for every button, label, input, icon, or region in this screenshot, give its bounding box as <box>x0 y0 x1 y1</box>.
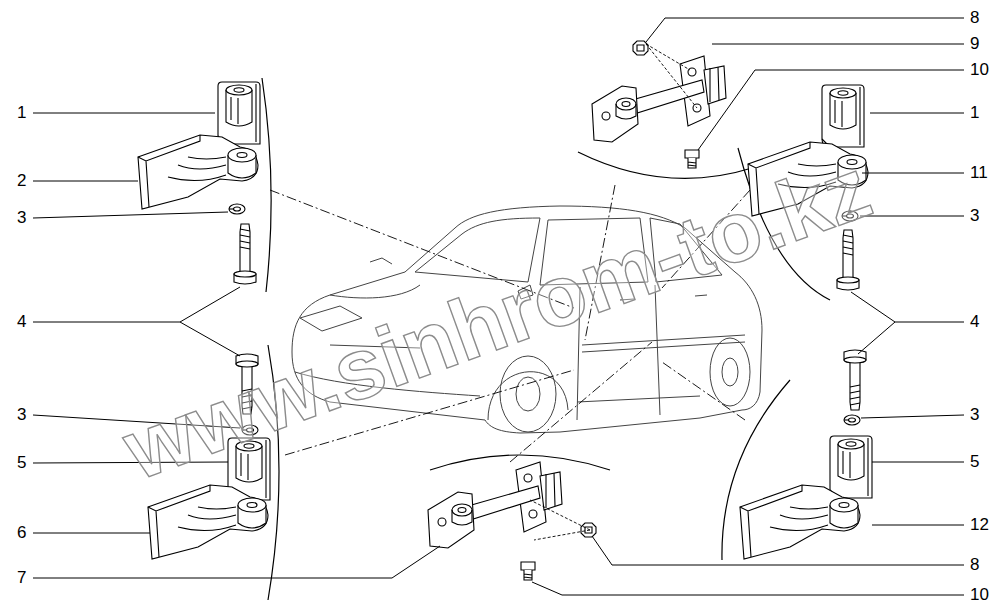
hinge-parts <box>148 485 268 559</box>
leader-lines <box>646 18 964 42</box>
leader-lines <box>712 44 964 45</box>
callout-number: 5 <box>969 452 980 472</box>
leader-lines <box>33 181 138 182</box>
callout-number: 3 <box>969 206 980 226</box>
bolt-arrows <box>646 44 697 108</box>
leader-lines <box>33 287 240 356</box>
bolt-arrows <box>530 500 590 540</box>
car-body <box>330 285 420 298</box>
hinge-parts <box>844 350 866 410</box>
leader-lines <box>851 292 964 354</box>
callout-number: 10 <box>969 585 990 605</box>
callout-number: 6 <box>16 523 27 543</box>
leader-lines <box>870 113 964 114</box>
callout-number: 7 <box>16 568 27 588</box>
watermark: www.sinhrom-to.kz <box>113 143 880 492</box>
hinge-parts <box>830 436 872 498</box>
car-body <box>370 258 392 264</box>
leader-lines <box>33 18 964 595</box>
leader-lines <box>33 533 150 534</box>
leader-lines <box>861 415 964 418</box>
car-body <box>582 335 745 352</box>
hinge-parts <box>229 204 245 214</box>
leader-lines <box>592 536 964 565</box>
callout-number: 1 <box>16 103 27 123</box>
hinge-parts <box>138 135 258 209</box>
check-strap-parts <box>428 462 562 548</box>
callout-number: 9 <box>969 34 980 54</box>
callout-number: 11 <box>969 163 989 183</box>
callout-number: 4 <box>16 312 27 332</box>
car-body <box>516 377 540 411</box>
hinge-parts <box>837 230 859 290</box>
callout-number: 5 <box>16 453 27 473</box>
callout-number: 1 <box>969 103 980 123</box>
car-body <box>710 338 750 406</box>
leader-lines <box>33 113 215 114</box>
leader-lines <box>532 582 964 595</box>
check-strap-parts <box>685 150 699 168</box>
check-strap-parts <box>521 562 535 580</box>
leader-lines <box>698 70 964 150</box>
assembly-arrows <box>510 342 652 462</box>
callout-number: 3 <box>16 208 27 228</box>
callout-number: 8 <box>969 555 980 575</box>
callout-number: 12 <box>969 515 990 535</box>
callout-number: 4 <box>969 312 980 332</box>
hinge-parts <box>740 485 860 559</box>
leader-lines <box>862 173 964 174</box>
group-brackets <box>578 152 752 178</box>
callout-number: 2 <box>16 171 27 191</box>
group-brackets <box>262 78 271 292</box>
callout-number: 3 <box>969 405 980 425</box>
check-strap-parts <box>633 41 648 55</box>
callout-number: 3 <box>16 405 27 425</box>
leader-lines <box>33 546 440 578</box>
group-brackets <box>430 455 610 470</box>
car-body <box>722 358 738 386</box>
leader-lines <box>33 212 228 218</box>
check-strap-parts <box>592 56 726 142</box>
leader-lines <box>872 525 964 526</box>
hinge-parts <box>218 82 260 144</box>
car-body <box>500 356 556 432</box>
assembly-arrows <box>662 362 745 420</box>
hinge-parts <box>822 85 864 147</box>
hinge-parts <box>234 224 256 284</box>
hinge-parts <box>844 415 860 425</box>
callout-number: 10 <box>969 60 990 80</box>
leader-lines <box>872 462 964 463</box>
callout-number: 8 <box>969 8 980 28</box>
